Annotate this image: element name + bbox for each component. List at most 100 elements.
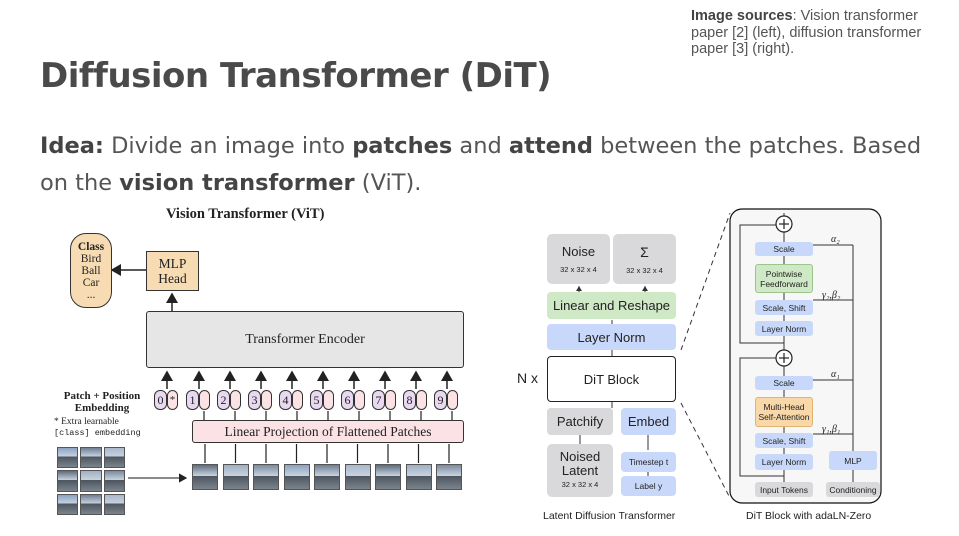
image-patch bbox=[80, 447, 102, 469]
mlp-head-box: MLP Head bbox=[146, 251, 199, 291]
patch-embedding-3 bbox=[261, 390, 272, 410]
position-embedding-6: 6 bbox=[341, 390, 354, 410]
position-embedding-2: 2 bbox=[217, 390, 230, 410]
position-embedding-8: 8 bbox=[403, 390, 416, 410]
image-patch bbox=[57, 470, 79, 492]
conditioning-box: Conditioning bbox=[826, 482, 880, 497]
flattened-patch bbox=[253, 464, 279, 490]
patch-label-line2: Embedding bbox=[74, 402, 130, 414]
source-image bbox=[57, 447, 125, 515]
scale-box-top: Scale bbox=[755, 242, 813, 256]
patch-embedding-2 bbox=[230, 390, 241, 410]
flattened-patch bbox=[344, 464, 371, 490]
image-patch bbox=[57, 493, 79, 515]
patch-position-embedding-label: Patch + Position Embedding bbox=[44, 389, 160, 415]
class-output-title: Class bbox=[77, 240, 105, 253]
dit-caption: Latent Diffusion Transformer bbox=[543, 510, 676, 522]
mlp-head-line2: Head bbox=[158, 271, 187, 286]
note-line2: [class] embedding bbox=[54, 428, 141, 438]
patch-embedding-9 bbox=[447, 390, 458, 410]
flattened-patch bbox=[283, 464, 310, 490]
scale-shift-box-bottom: Scale, Shift bbox=[755, 433, 813, 448]
flattened-patch bbox=[375, 464, 401, 490]
position-embedding-7: 7 bbox=[372, 390, 385, 410]
sigma-dim: 32 x 32 x 4 bbox=[626, 265, 663, 275]
vit-title: Vision Transformer (ViT) bbox=[166, 206, 325, 222]
alpha2-label: α₂ bbox=[831, 234, 840, 245]
image-patch bbox=[103, 493, 125, 515]
position-embedding-0: 0 bbox=[154, 390, 167, 410]
sigma-output-box: Σ 32 x 32 x 4 bbox=[613, 234, 676, 284]
note-line1: * Extra learnable bbox=[54, 417, 119, 427]
scale-box-bottom: Scale bbox=[755, 376, 813, 390]
sources-label: Image sources bbox=[691, 8, 793, 24]
patch-embedding-1 bbox=[199, 390, 210, 410]
position-embedding-3: 3 bbox=[248, 390, 261, 410]
sigma-label: Σ bbox=[640, 243, 649, 260]
position-embedding-4: 4 bbox=[279, 390, 292, 410]
patch-embedding-6 bbox=[354, 390, 365, 410]
image-patch bbox=[103, 470, 125, 492]
class-item: Ball bbox=[81, 264, 101, 277]
idea-t1: Divide an image into bbox=[103, 133, 353, 159]
page-title: Diffusion Transformer (DiT) bbox=[40, 56, 552, 96]
mha-box: Multi-Head Self-Attention bbox=[755, 397, 813, 427]
embed-box: Embed bbox=[621, 408, 676, 435]
idea-t4: (ViT). bbox=[354, 170, 422, 196]
layer-norm-box: Layer Norm bbox=[547, 324, 676, 350]
n-times-label: N x bbox=[517, 370, 538, 386]
flattened-patch bbox=[314, 464, 340, 490]
label-box: Label y bbox=[621, 476, 676, 496]
noised-dim: 32 x 32 x 4 bbox=[561, 479, 599, 489]
noised-line2: Latent bbox=[561, 462, 599, 478]
idea-b2: attend bbox=[508, 133, 593, 159]
image-patch bbox=[57, 447, 79, 469]
flattened-patch bbox=[192, 464, 218, 490]
patch-embedding-7 bbox=[385, 390, 396, 410]
noised-line1: Noised bbox=[559, 448, 601, 464]
patch-embedding-8 bbox=[416, 390, 427, 410]
mha-line2: Self-Attention bbox=[758, 412, 810, 422]
noise-output-box: Noise 32 x 32 x 4 bbox=[547, 234, 610, 284]
pointwise-line1: Pointwise bbox=[765, 268, 803, 279]
class-output-box: Class Bird Ball Car ... bbox=[70, 233, 112, 308]
patchify-box: Patchify bbox=[547, 408, 613, 435]
pointwise-line2: Feedforward bbox=[760, 278, 808, 289]
block-caption: DiT Block with adaLN-Zero bbox=[746, 510, 872, 522]
position-embedding-5: 5 bbox=[310, 390, 323, 410]
noise-label: Noise bbox=[561, 244, 596, 259]
layer-norm-box-bottom: Layer Norm bbox=[755, 454, 813, 470]
class-token-embedding: * bbox=[167, 390, 178, 410]
class-item: Car bbox=[82, 276, 100, 289]
idea-t2: and bbox=[452, 133, 509, 159]
class-item: Bird bbox=[80, 252, 102, 265]
mha-line1: Multi-Head bbox=[763, 402, 805, 412]
transformer-encoder-box: Transformer Encoder bbox=[146, 311, 464, 368]
position-embedding-1: 1 bbox=[186, 390, 199, 410]
idea-b3: vision transformer bbox=[119, 170, 355, 196]
gamma-beta1-label: γ₁,β₁ bbox=[822, 424, 841, 435]
input-tokens-box: Input Tokens bbox=[755, 482, 813, 497]
flattened-patch bbox=[222, 464, 249, 490]
noise-dim: 32 x 32 x 4 bbox=[560, 265, 597, 274]
mlp-head-line1: MLP bbox=[158, 256, 187, 271]
idea-b1: patches bbox=[352, 133, 453, 159]
linear-projection-box: Linear Projection of Flattened Patches bbox=[192, 420, 464, 443]
flattened-patch bbox=[436, 464, 462, 490]
alpha1-label: α₁ bbox=[831, 369, 840, 380]
timestep-box: Timestep t bbox=[621, 452, 676, 472]
layer-norm-box-top: Layer Norm bbox=[755, 321, 813, 336]
image-sources-note: Image sources: Vision transformer paper … bbox=[691, 8, 956, 58]
gamma-beta2-label: γ₂,β₂ bbox=[822, 290, 841, 301]
idea-text: Idea: Divide an image into patches and a… bbox=[40, 128, 940, 202]
idea-lead: Idea: bbox=[40, 133, 104, 159]
patch-label-line1: Patch + Position bbox=[63, 390, 141, 402]
mlp-box: MLP bbox=[829, 451, 877, 470]
flattened-patch bbox=[405, 464, 432, 490]
pointwise-ff-box: Pointwise Feedforward bbox=[755, 264, 813, 293]
noised-latent-box: Noised Latent 32 x 32 x 4 bbox=[547, 444, 613, 497]
image-patch bbox=[103, 447, 125, 469]
linear-reshape-box: Linear and Reshape bbox=[547, 292, 676, 319]
idea-t3: between the patches. Based on the bbox=[40, 133, 922, 196]
